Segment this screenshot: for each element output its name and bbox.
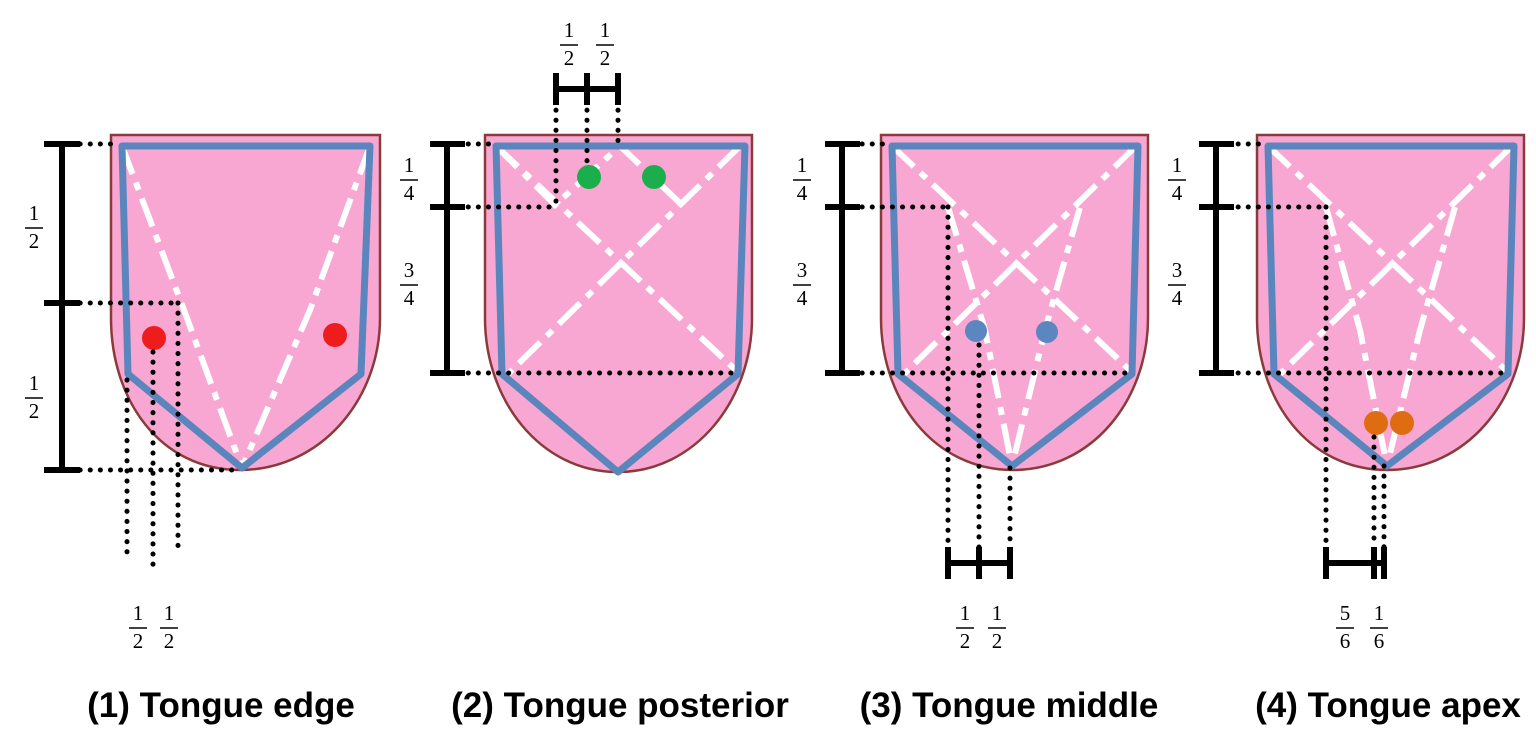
fraction-label: 5 6 <box>1336 601 1354 653</box>
edge-marker-dot <box>142 326 166 350</box>
white-dashed-guides <box>119 144 373 470</box>
svg-text:3: 3 <box>797 258 808 282</box>
fraction-label: 1 2 <box>25 371 43 423</box>
svg-text:6: 6 <box>1340 629 1351 653</box>
svg-text:1: 1 <box>1374 601 1385 625</box>
svg-text:2: 2 <box>29 399 40 423</box>
zone-boundary-lines <box>1264 142 1518 470</box>
svg-text:2: 2 <box>133 629 144 653</box>
svg-text:4: 4 <box>1172 286 1183 310</box>
posterior-marker-dot <box>577 165 601 189</box>
svg-text:2: 2 <box>600 46 611 70</box>
posterior-marker-dot <box>642 165 666 189</box>
svg-text:6: 6 <box>1374 629 1385 653</box>
vertical-scale-bar <box>1199 141 1234 376</box>
zone-boundary-lines <box>492 142 749 476</box>
fraction-label: 1 2 <box>596 18 614 70</box>
panel-tongue-edge: 1 2 1 2 1 2 1 2 (1) Tongue edge <box>25 133 382 725</box>
panel-caption: (1) Tongue edge <box>87 686 355 725</box>
panel-tongue-posterior: 1 2 1 2 1 4 3 4 (2) Tongue posterior <box>400 18 789 725</box>
fraction-label: 1 2 <box>560 18 578 70</box>
svg-text:2: 2 <box>164 629 175 653</box>
edge-marker-dot <box>323 323 347 347</box>
svg-text:3: 3 <box>404 258 415 282</box>
horizontal-scale-bar <box>553 73 621 105</box>
vertical-scale-bar <box>430 141 465 376</box>
tongue-shape <box>879 133 1150 472</box>
svg-text:1: 1 <box>564 18 575 42</box>
apex-marker-dot <box>1390 411 1414 435</box>
panel-caption: (2) Tongue posterior <box>451 686 789 725</box>
fraction-label: 1 2 <box>988 601 1006 653</box>
tongue-shape <box>1255 133 1526 472</box>
fraction-label: 3 4 <box>400 258 418 310</box>
svg-text:2: 2 <box>992 629 1003 653</box>
measurement-guides <box>849 141 1137 551</box>
svg-text:4: 4 <box>797 181 808 205</box>
svg-text:1: 1 <box>29 371 40 395</box>
svg-text:2: 2 <box>29 229 40 253</box>
panel-tongue-apex: 1 4 3 4 5 6 1 6 (4) Tongue apex <box>1168 133 1526 725</box>
svg-text:1: 1 <box>1172 153 1183 177</box>
svg-text:(3) Tongue middle: (3) Tongue middle <box>860 686 1159 725</box>
svg-text:1: 1 <box>133 601 144 625</box>
panel-caption: (4) Tongue apex <box>1255 686 1521 725</box>
middle-marker-dot <box>1036 321 1058 343</box>
panel-caption: (3) Tongue middle <box>860 686 1159 725</box>
fraction-label: 1 4 <box>793 153 811 205</box>
zone-boundary-lines <box>888 142 1142 470</box>
fraction-label: 1 2 <box>25 201 43 253</box>
svg-text:4: 4 <box>1172 181 1183 205</box>
measurement-guides <box>445 97 743 376</box>
fraction-label: 1 2 <box>956 601 974 653</box>
vertical-scale-bar <box>44 141 80 473</box>
fraction-label: 1 4 <box>1168 153 1186 205</box>
fraction-label: 1 6 <box>1370 601 1388 653</box>
fraction-label: 1 4 <box>400 153 418 205</box>
svg-text:4: 4 <box>404 181 415 205</box>
zone-boundary-lines <box>118 142 374 472</box>
fraction-label: 1 2 <box>160 601 178 653</box>
fraction-label: 3 4 <box>793 258 811 310</box>
fraction-label: 1 2 <box>129 601 147 653</box>
svg-text:2: 2 <box>564 46 575 70</box>
horizontal-scale-bar <box>1323 547 1387 579</box>
svg-text:4: 4 <box>404 286 415 310</box>
svg-text:(2) Tongue posterior: (2) Tongue posterior <box>451 686 789 725</box>
svg-text:(4) Tongue apex: (4) Tongue apex <box>1255 686 1521 725</box>
tongue-shape <box>483 133 754 474</box>
svg-text:(1) Tongue edge: (1) Tongue edge <box>87 686 355 725</box>
measurement-guides <box>67 141 243 573</box>
svg-text:1: 1 <box>404 153 415 177</box>
svg-text:1: 1 <box>797 153 808 177</box>
svg-text:1: 1 <box>29 201 40 225</box>
svg-text:5: 5 <box>1340 601 1351 625</box>
horizontal-scale-bar <box>945 547 1013 579</box>
svg-text:2: 2 <box>960 629 971 653</box>
vertical-scale-bar <box>825 141 860 376</box>
svg-text:3: 3 <box>1172 258 1183 282</box>
middle-marker-dot <box>965 320 987 342</box>
measurement-guides <box>1225 141 1513 551</box>
svg-text:1: 1 <box>992 601 1003 625</box>
svg-text:4: 4 <box>797 286 808 310</box>
fraction-label: 3 4 <box>1168 258 1186 310</box>
svg-text:1: 1 <box>960 601 971 625</box>
svg-text:1: 1 <box>600 18 611 42</box>
svg-text:1: 1 <box>164 601 175 625</box>
panel-tongue-middle: 1 4 3 4 1 2 1 2 (3) Tongue middle <box>793 133 1159 725</box>
apex-marker-dot <box>1364 411 1388 435</box>
